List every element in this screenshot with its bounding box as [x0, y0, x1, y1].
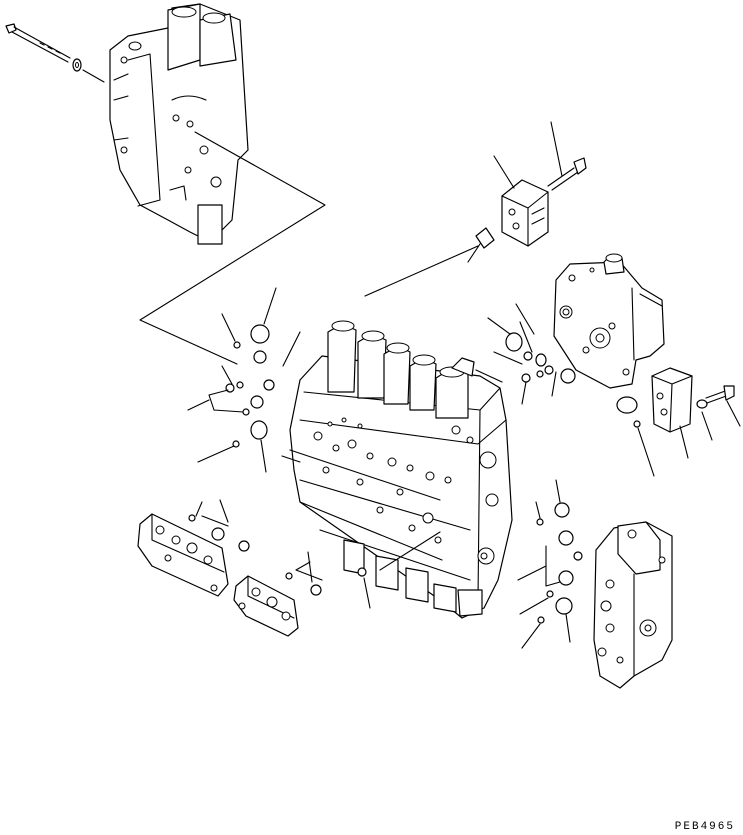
end-plate — [651, 367, 693, 433]
plate-bolt-leader — [726, 400, 741, 427]
guide-line-left — [139, 131, 326, 365]
cover-bolt — [547, 157, 587, 191]
manifold-block-small — [233, 575, 299, 637]
valve-guide-top — [475, 369, 503, 383]
washer-leader — [701, 411, 713, 441]
end-cover-section — [593, 521, 673, 689]
valve-guide-left — [281, 455, 301, 463]
o-ring-leader-right — [637, 427, 655, 477]
valve-section-top — [109, 3, 249, 245]
main-control-valve — [289, 320, 513, 619]
o-ring-bottom-leader — [363, 577, 371, 609]
o-ring-set-manifold — [188, 499, 323, 596]
washer — [72, 58, 82, 72]
o-ring-set-end — [517, 479, 583, 649]
plate-bolt — [696, 385, 735, 409]
manifold-block-large — [137, 513, 229, 597]
drawing-reference-code: PEB4965 — [674, 821, 735, 833]
tie-bolt — [5, 23, 71, 63]
cover-block — [501, 179, 549, 247]
o-ring-set-left — [187, 287, 301, 473]
relief-valve-housing — [553, 253, 665, 389]
small-fitting — [467, 227, 495, 263]
plate-leader — [679, 425, 689, 459]
guide-line-right — [364, 245, 479, 297]
o-ring-large-right — [616, 396, 638, 414]
bolt-leader-2 — [550, 121, 563, 177]
o-ring-set-relief — [487, 303, 576, 405]
valve-guide-bottom — [379, 531, 441, 571]
o-ring-bottom — [357, 567, 367, 577]
o-ring-small-right — [633, 420, 641, 428]
block-leader — [493, 155, 515, 189]
bolt-leader — [82, 69, 105, 83]
